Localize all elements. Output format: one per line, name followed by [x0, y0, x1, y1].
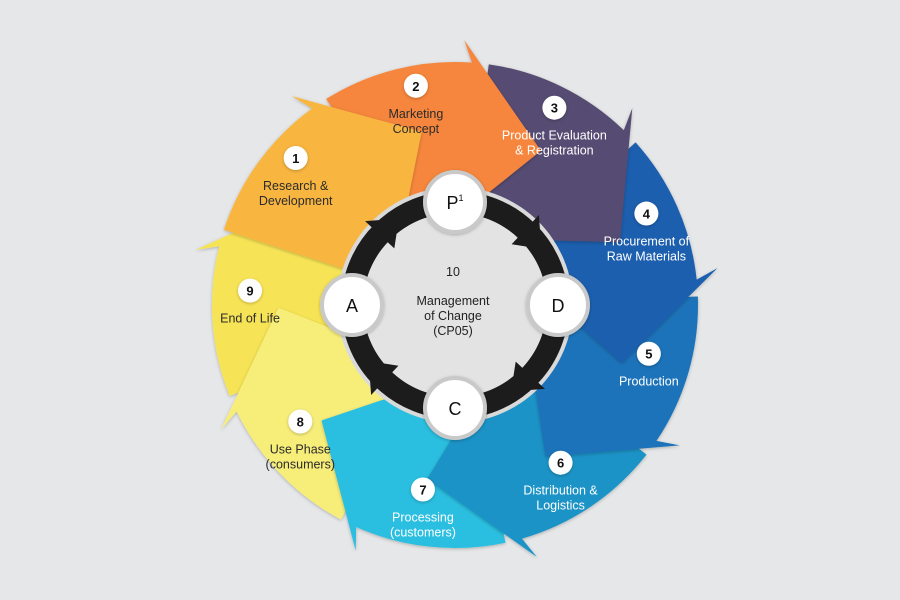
segment-number-badge-9: [238, 278, 263, 303]
segment-number-4: 4: [643, 207, 651, 222]
segment-number-badge-2: [403, 73, 428, 98]
ring-arrowhead-1: [511, 215, 542, 249]
center-hub: 10 Management of Change (CP05): [417, 265, 490, 338]
pdca-node-p: [423, 170, 487, 234]
segment-number-7: 7: [419, 482, 426, 497]
segment-number-badge-7: [410, 477, 435, 502]
segment-label-7-line-2: (customers): [390, 525, 456, 539]
pdca-node-superscript: 1: [459, 193, 464, 203]
segment-label-5-line-1: Production: [619, 375, 679, 389]
pdca-node-a: [320, 273, 384, 337]
segment-number-badge-4: [634, 201, 659, 226]
segment-number-3: 3: [551, 101, 558, 116]
segment-label-9-line-1: End of Life: [220, 312, 280, 326]
segment-label-8-line-1: Use Phase: [270, 442, 331, 456]
center-inner-disc: [363, 213, 547, 397]
segment-label-1-line-2: Development: [259, 194, 333, 208]
segment-number-badge-5: [636, 341, 661, 366]
segment-label-3-line-1: Product Evaluation: [502, 129, 607, 143]
pdca-node-letter-a: A: [346, 296, 358, 316]
segment-number-6: 6: [557, 456, 564, 471]
segment-number-9: 9: [246, 284, 253, 299]
segment-number-5: 5: [645, 347, 652, 362]
segment-label-3-line-2: & Registration: [515, 144, 594, 158]
pdca-node-letter-c: C: [449, 399, 462, 419]
segment-label-1-line-1: Research &: [263, 179, 329, 193]
segment-number-badge-8: [288, 409, 313, 434]
ring-arrowhead-4: [365, 218, 399, 249]
segment-number-1: 1: [292, 151, 299, 166]
segment-label-2-line-1: Marketing: [388, 107, 443, 121]
segment-label-7-line-1: Processing: [392, 510, 454, 524]
center-number: 10: [446, 265, 460, 279]
segment-arrow-5: [529, 296, 699, 457]
segment-number-2: 2: [412, 79, 419, 94]
segment-number-badge-3: [542, 95, 567, 120]
segment-number-8: 8: [297, 414, 304, 429]
pdca-node-letter-d: D: [552, 296, 565, 316]
segment-label-4-line-2: Raw Materials: [607, 250, 686, 264]
segment-number-badge-1: [283, 145, 308, 170]
segment-label-6-line-1: Distribution &: [523, 484, 598, 498]
pdca-node-c: [423, 376, 487, 440]
pdca-node-d: [526, 273, 590, 337]
segment-number-badge-6: [548, 450, 573, 475]
segment-label-8-line-2: (consumers): [266, 457, 335, 471]
center-label-line-1: Management: [417, 294, 490, 308]
segment-label-4-line-1: Procurement of: [604, 235, 690, 249]
segment-label-6-line-2: Logistics: [536, 499, 585, 513]
segment-label-2-line-2: Concept: [393, 122, 440, 136]
center-label-line-3: (CP05): [433, 324, 473, 338]
ring-arrowhead-2: [511, 361, 545, 392]
center-label-line-2: of Change: [424, 309, 482, 323]
ring-arrowhead-3: [368, 361, 399, 395]
